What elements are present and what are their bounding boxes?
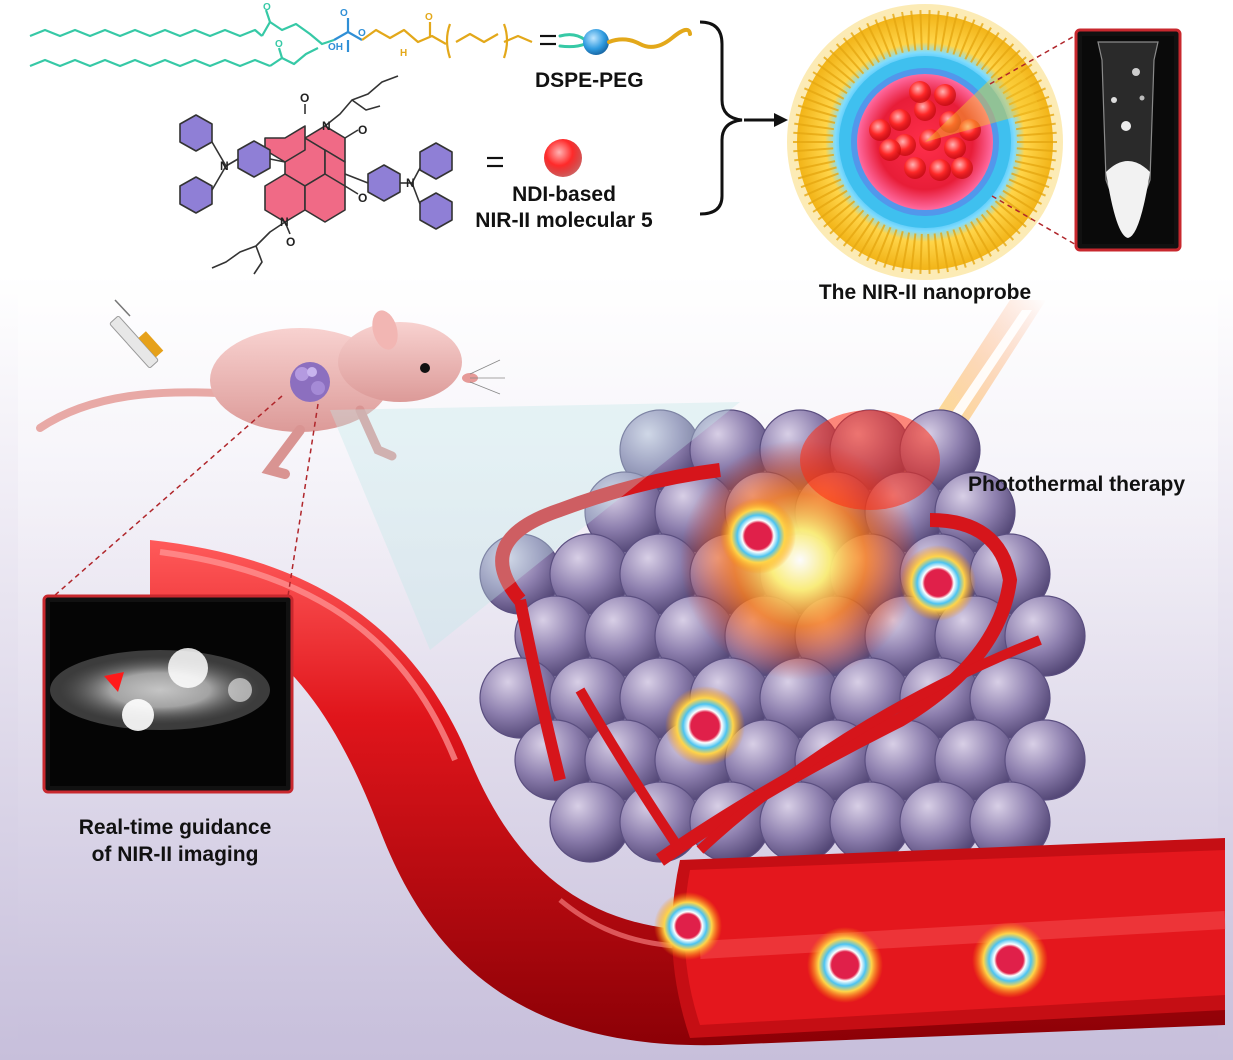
nanoprobe-illustration [787, 4, 1063, 280]
guidance-label-line2: of NIR-II imaging [91, 843, 259, 866]
svg-text:N: N [406, 176, 415, 190]
dspe-peg-label: DSPE-PEG [535, 69, 644, 92]
svg-text:N: N [220, 159, 229, 173]
blood-vessel [150, 463, 1226, 1046]
dspe-peg-structure [29, 9, 533, 68]
dspe-peg-icon [558, 27, 692, 55]
ndi-molecule-structure: O O O O N N N N [179, 75, 453, 275]
equals-sign [540, 34, 556, 46]
curly-brace [699, 20, 743, 216]
svg-text:O: O [300, 91, 309, 105]
svg-text:O: O [358, 28, 366, 39]
nanoprobe-label: The NIR-II nanoprobe [818, 281, 1032, 304]
nir-ii-imaging-panel [42, 594, 294, 794]
syringe-icon [109, 299, 164, 368]
guidance-label-line1: Real-time guidance [78, 816, 272, 839]
svg-text:O: O [425, 12, 433, 23]
imaging-light-cone [330, 402, 740, 650]
tumor-marker-arrow [104, 672, 124, 692]
circulating-nanoparticles [654, 498, 1048, 1003]
equals-sign-2 [487, 156, 503, 168]
svg-text:O: O [358, 123, 367, 137]
svg-text:O: O [263, 2, 271, 13]
svg-text:O: O [286, 235, 295, 249]
svg-text:O: O [275, 39, 283, 50]
svg-text:H: H [400, 48, 407, 59]
svg-text:N: N [322, 119, 331, 133]
svg-text:OH: OH [328, 42, 343, 53]
ndi-molecule-icon [544, 139, 582, 177]
nanoprobe-vial-photo [1074, 28, 1182, 252]
arrow-head [774, 113, 788, 127]
ndi-label-line2: NIR-II molecular 5 [475, 209, 653, 232]
ndi-label-line1: NDI-based [512, 183, 616, 206]
mouse-illustration [36, 310, 505, 479]
svg-text:O: O [358, 191, 367, 205]
svg-text:N: N [280, 215, 289, 229]
photothermal-therapy-label: Photothermal therapy [968, 473, 1186, 496]
svg-text:O: O [340, 8, 348, 19]
